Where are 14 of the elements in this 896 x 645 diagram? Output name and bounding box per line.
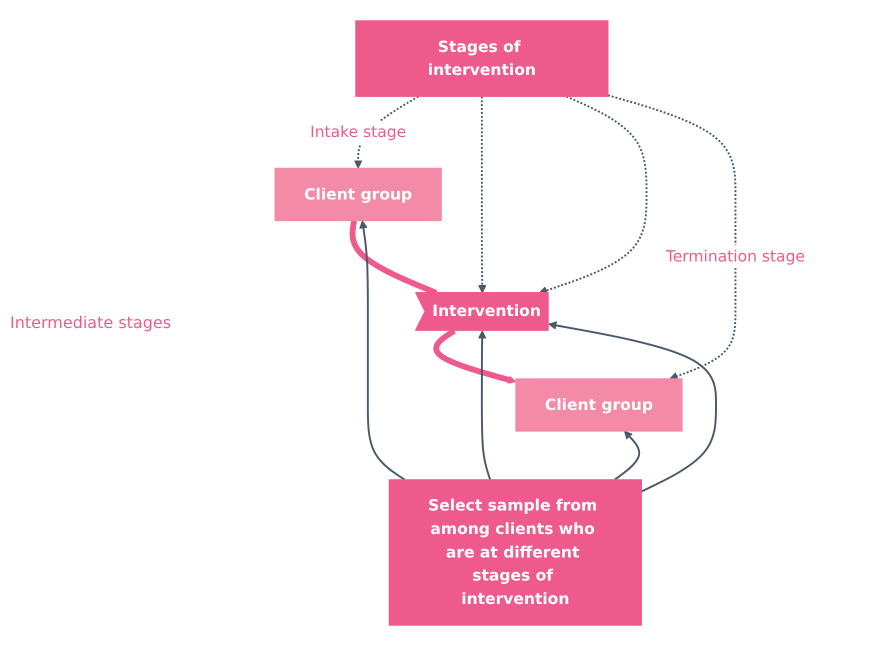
arrow xyxy=(608,94,736,380)
arrow xyxy=(478,96,486,293)
arrow xyxy=(614,430,640,480)
arrow xyxy=(538,95,648,294)
stage-label: Intermediate stages xyxy=(10,313,172,332)
edge-label: Intake stage xyxy=(310,122,406,141)
arrow xyxy=(359,220,406,480)
node-box: Stages of intervention xyxy=(355,20,608,96)
node-box: Select sample from among clients who are at different stages of intervention xyxy=(388,478,642,626)
node-box: Client group xyxy=(274,167,442,221)
arrow xyxy=(478,330,492,480)
node-box: Client group xyxy=(515,378,683,432)
edge-label: Termination stage xyxy=(666,246,805,265)
arrow xyxy=(548,320,718,492)
